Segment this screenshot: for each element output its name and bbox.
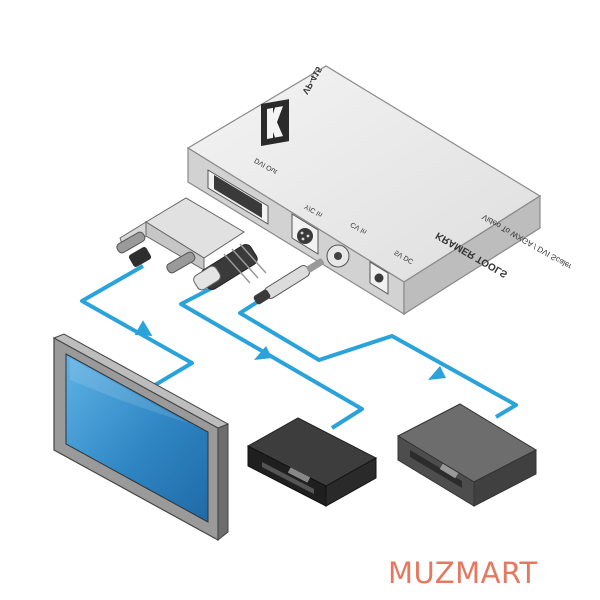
dvi-plug: [116, 197, 245, 274]
scaler-device: VP-415 Video To WXGA / DVI Scaler KRAMER…: [186, 65, 574, 316]
composite-cable: [238, 297, 518, 419]
vcr: [396, 403, 538, 507]
yc-in-port: [291, 213, 319, 255]
cv-in-port: [326, 244, 350, 268]
dvd-player: [246, 417, 378, 507]
monitor: [52, 333, 230, 542]
kramer-logo-icon: [261, 99, 289, 146]
rca-plug: [253, 258, 324, 305]
svideo-cable: [179, 285, 364, 430]
watermark-text: MUZMART: [388, 556, 538, 590]
flow-arrow-icon: [134, 320, 446, 380]
svideo-plug: [193, 243, 267, 291]
power-port: [369, 261, 389, 295]
dvi-out-port: [207, 169, 269, 225]
